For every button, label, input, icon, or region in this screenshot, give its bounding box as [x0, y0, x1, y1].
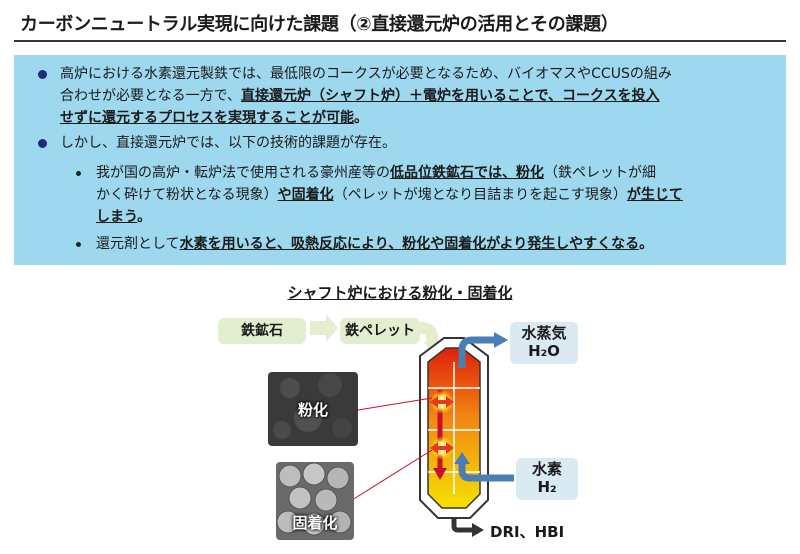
pointer-line	[351, 449, 433, 501]
pointer-line	[357, 397, 433, 411]
powder-label: 粉化	[297, 401, 328, 419]
page-title: カーボンニュートラル実現に向けた課題（②直接還元炉の活用とその課題）	[20, 14, 619, 35]
bullet1-line1: 高炉における水素還元製鉄では、最低限のコークスが必要となるため、バイオマスやCC…	[60, 66, 672, 82]
bullet1-line3: せずに還元するプロセスを実現することが可能。	[60, 110, 368, 126]
powder-photo: 粉化	[268, 372, 358, 446]
burst-arrow	[430, 442, 454, 454]
red-down-arrow-head	[433, 468, 447, 480]
sub-bullet-dot	[76, 242, 81, 247]
figure-title: シャフト炉における粉化・固着化	[287, 284, 513, 302]
bullet1-emphasis-2: せずに還元するプロセスを実現することが可能	[60, 110, 354, 126]
hydrogen-label: 水素 H₂	[516, 458, 578, 500]
sub1-line1: 我が国の高炉・転炉法で使用される豪州産等の低品位鉄鉱石では、粉化（鉄ペレットが細	[96, 165, 656, 181]
feed-arrow	[395, 322, 438, 344]
burst-arrow	[430, 396, 454, 408]
sub1-line3: しまう。	[96, 209, 152, 225]
bullet2-line: しかし、直接還元炉では、以下の技術的課題が存在。	[60, 135, 396, 151]
output-arrow-head	[472, 523, 484, 537]
output-arrow	[451, 518, 474, 533]
stick-photo: 固着化	[276, 462, 354, 540]
hydrogen-arrow	[458, 462, 514, 482]
flow-arrow	[310, 314, 338, 342]
steam-arrow-head	[494, 332, 508, 348]
hydrogen-arrow-head	[454, 452, 470, 464]
pellet-label: 鉄ペレット	[340, 318, 420, 344]
powder-photo-pattern	[268, 372, 358, 446]
bullet-dot	[38, 70, 47, 79]
steam-label: 水蒸気 H₂O	[510, 322, 578, 364]
bullet1-emphasis: 直接還元炉（シャフト炉）＋電炉を用いることで、コークスを投入	[241, 88, 660, 104]
output-label: DRI、HBI	[490, 523, 565, 541]
summary-box	[14, 55, 786, 265]
stick-label: 固着化	[292, 514, 338, 532]
sub1-line2: かく砕けて粉状となる現象）や固着化（ペレットが塊となり目詰まりを起こす現象）が生…	[96, 187, 683, 203]
title-divider	[14, 40, 786, 42]
bullet-dot	[38, 139, 47, 148]
steam-arrow	[458, 336, 496, 368]
bullet1-line2: 合わせが必要となる一方で、直接還元炉（シャフト炉）＋電炉を用いることで、コークス…	[60, 88, 660, 104]
ore-label: 鉄鉱石	[218, 318, 306, 344]
stick-photo-pattern	[276, 462, 354, 540]
sub2-line: 還元剤として水素を用いると、吸熱反応により、粉化や固着化がより発生しやすくなる。	[96, 236, 654, 252]
sub-bullet-dot	[76, 171, 81, 176]
